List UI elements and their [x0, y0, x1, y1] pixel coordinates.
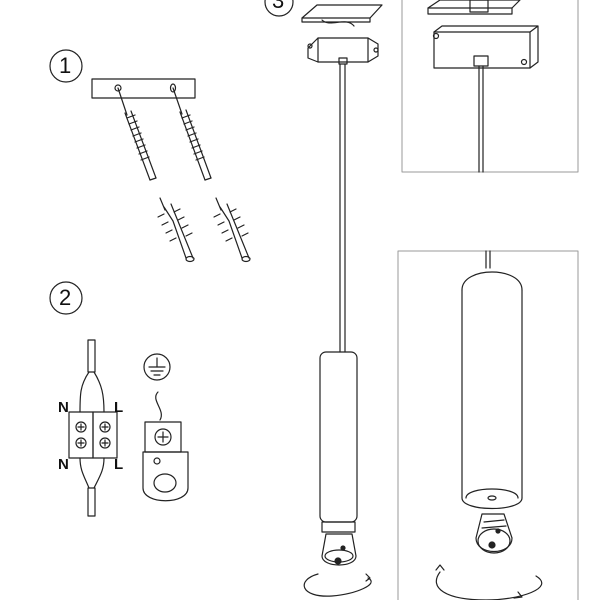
step2-circle	[49, 281, 83, 315]
step1-number: 1	[59, 53, 72, 78]
detail-panel-top	[401, 0, 579, 173]
wire-label-live-top: L	[114, 399, 124, 416]
ground-connection	[142, 391, 189, 502]
screw-and-plug-right	[172, 87, 251, 263]
screw-and-plug-left	[117, 87, 195, 263]
suspension-cable	[339, 63, 346, 353]
gu10-bulb	[321, 533, 357, 566]
wire-label-live-bottom: L	[114, 456, 124, 473]
canopy-detail	[427, 0, 539, 173]
mounting-plate	[91, 78, 196, 99]
wire-label-neutral-bottom: N	[58, 456, 69, 473]
wire-label-neutral-top: N	[58, 399, 69, 416]
terminal-block-diagram	[68, 339, 118, 517]
step2-number: 2	[59, 285, 72, 310]
ground-symbol-icon	[143, 353, 171, 381]
lamp-tube	[319, 351, 358, 533]
ceiling-canopy	[301, 4, 383, 65]
step1-circle	[49, 49, 83, 83]
step3-number: 3	[272, 0, 285, 13]
tube-detail	[461, 250, 523, 510]
step3-circle	[264, 0, 294, 17]
rotate-arrow-detail-icon	[435, 564, 543, 601]
bulb-detail	[475, 513, 513, 554]
detail-panel-bottom	[397, 250, 579, 601]
rotate-arrow-icon	[303, 573, 372, 597]
